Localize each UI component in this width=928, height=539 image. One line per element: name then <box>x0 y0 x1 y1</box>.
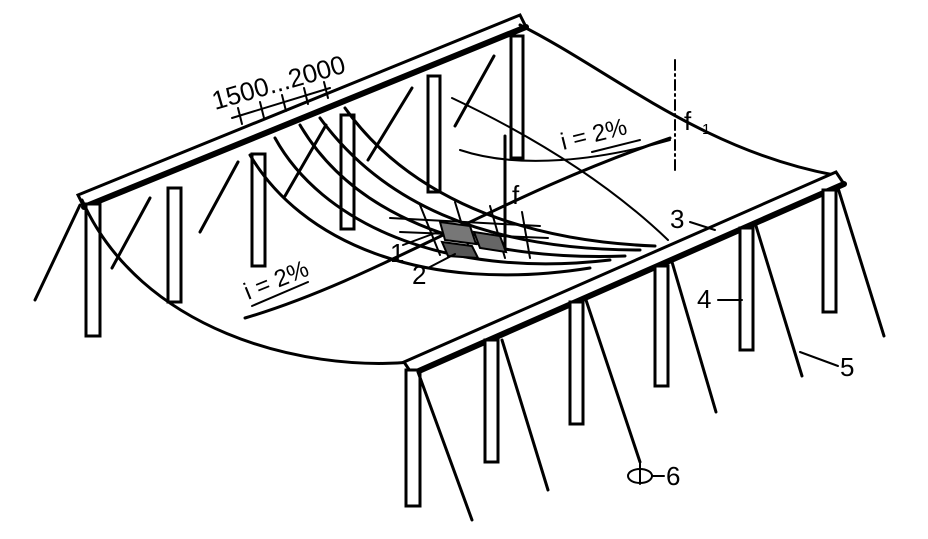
front-stay-1 <box>500 338 550 492</box>
sag-label-f1: f <box>684 106 692 136</box>
back-edge-beam <box>75 13 529 210</box>
back-column-6 <box>509 34 525 160</box>
main-cable-3 <box>298 123 627 258</box>
front-stay-3 <box>670 260 718 414</box>
front-column-4 <box>653 264 670 388</box>
sag-markers: f f 1 <box>503 59 710 250</box>
front-stays <box>416 186 886 522</box>
slope-label-right: i = 2% <box>558 113 630 155</box>
roof-panel-2 <box>472 230 508 254</box>
dimension-tick-4 <box>303 87 309 105</box>
marker-5: 5 <box>840 352 854 382</box>
marker-2: 2 <box>412 260 426 290</box>
dimension-tick-3 <box>281 94 287 112</box>
leader-5 <box>799 351 839 367</box>
leader-3 <box>689 221 716 231</box>
marker-6: 6 <box>666 461 680 491</box>
front-columns <box>404 188 838 508</box>
main-cable-4 <box>318 116 642 252</box>
marker-4: 4 <box>697 284 711 314</box>
dimension-tick-1 <box>237 107 243 125</box>
front-stay-5 <box>836 186 886 338</box>
edge-cable-left <box>80 198 414 365</box>
marker-leaders <box>402 221 839 477</box>
roof-panel-1 <box>438 220 478 246</box>
suspension-cables <box>80 23 836 365</box>
back-stays <box>33 54 496 302</box>
front-column-2 <box>483 338 500 464</box>
front-stay-2 <box>584 298 642 464</box>
back-columns <box>84 34 525 338</box>
back-stay-3 <box>283 123 328 198</box>
main-cable-5 <box>343 106 657 248</box>
roof-panels <box>438 220 508 260</box>
dimension-tick-5 <box>323 81 329 99</box>
front-stay-4 <box>754 224 804 378</box>
transverse-line-1 <box>389 217 541 227</box>
anchor-symbol <box>627 461 653 485</box>
cross-cable-right <box>451 97 669 241</box>
back-column-4 <box>339 113 356 231</box>
back-column-2 <box>166 186 183 304</box>
marker-labels: 1 2 3 4 5 6 <box>390 204 854 491</box>
front-column-6 <box>821 188 838 314</box>
slope-underline-left <box>251 281 309 307</box>
sag-label-f: f <box>512 180 520 210</box>
slope-curve-top <box>459 139 671 162</box>
leader-2 <box>427 253 456 269</box>
back-column-5 <box>426 74 442 194</box>
roof-panel-3 <box>440 240 480 260</box>
transverse-line-6 <box>521 211 531 259</box>
main-cable-2 <box>273 136 612 266</box>
dimension-line <box>231 87 331 119</box>
back-stay-corner <box>33 203 82 302</box>
front-column-5 <box>738 226 755 352</box>
back-stay-2 <box>198 160 240 234</box>
back-column-1 <box>84 202 102 338</box>
marker-3: 3 <box>670 204 684 234</box>
front-stay-corner <box>416 370 474 522</box>
back-stay-4 <box>366 86 414 162</box>
edge-cable-right <box>518 23 836 177</box>
back-column-3 <box>250 152 267 268</box>
marker-1: 1 <box>390 238 404 268</box>
front-column-3 <box>568 300 585 426</box>
front-column-1 <box>404 368 422 508</box>
main-cable-1 <box>248 153 592 277</box>
dimension-tick-2 <box>259 101 265 119</box>
sag-label-f1-sub: 1 <box>702 121 710 138</box>
leader-1 <box>402 231 439 246</box>
slope-underline-right <box>591 139 641 153</box>
transverse-line-3 <box>419 204 441 256</box>
back-stay-5 <box>453 54 496 128</box>
